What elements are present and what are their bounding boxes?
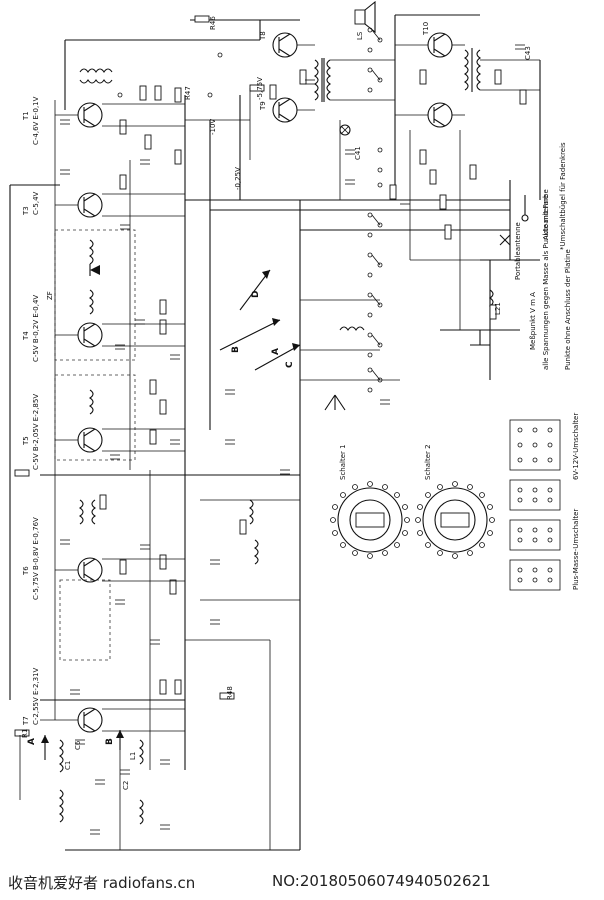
label-neg025: -0,25V [234,167,242,190]
speaker-icon [354,0,376,34]
note-unit: Meßpunkt V m A [529,292,537,350]
shield-boxes [54,229,136,661]
transistor-t4 [77,322,103,348]
diode-icon [89,264,100,276]
label-r48: R48 [226,686,234,700]
transistor-t1 [77,102,103,128]
label-l21: L21 [494,302,502,315]
port-a2-label: A [271,348,281,355]
label-t5: T5 [22,436,30,446]
transistor-t7 [77,707,103,733]
label-t4: T4 [22,331,30,341]
port-c-label: C [285,361,295,368]
port-b2-label: B [231,346,241,353]
footer: 收音机爱好者 radiofans.cn NO:20180506074940502… [0,868,604,896]
note-portable: Portableantenne [514,222,522,280]
label-c1: C1 [64,761,72,770]
switch-contacts [117,27,383,393]
note-6v12v: 6V-12V-Umschalter [572,413,580,480]
switch2-label: Schalter 2 [424,444,432,480]
label-c41: C41 [354,146,362,160]
rotary-switch-2 [415,481,495,559]
note-swap: *Umschaltbügel für Fadenkreis [559,142,567,250]
transistor-t5 [77,427,103,453]
label-mv: -5,75V [256,77,264,100]
label-m1: -10V [209,119,217,135]
transistor-t11 [427,102,453,128]
label-c6: C6 [74,740,82,750]
label-r1: R1 [21,729,29,738]
label-t3: T3 [22,206,30,216]
transistor-t10 [427,32,453,58]
footer-doc-number: NO:20180506074940502621 [272,872,491,890]
label-v7: C-2,55V E-2,31V [32,667,40,725]
port-b-label: B [105,738,115,745]
port-a-label: A [27,738,37,745]
antenna-jacks [470,195,529,346]
label-zf: ZF [46,291,54,300]
lamp-icon [339,124,351,136]
label-t8: T8 [259,31,267,41]
label-r46: R46 [209,16,217,30]
label-t6: T6 [22,566,30,576]
transistor-t3 [77,192,103,218]
label-c43: C43 [524,46,532,60]
label-v4: C-5V B-0,2V E-0,4V [32,295,40,362]
capacitors [60,44,525,835]
label-t10: T10 [422,22,430,36]
label-l1: L1 [129,752,137,760]
label-t1: T1 [22,111,30,121]
label-v3: C-5,4V [32,191,40,215]
labels: T1 C-4,6V E-0,1V T3 C-5,4V T4 C-5V B-0,2… [21,16,580,790]
transistor-t8 [272,32,298,58]
label-v5: C-5V B-2,05V E-2,85V [32,394,40,470]
transistor-t6 [77,557,103,583]
note-car-antenna: Autoantenne [542,195,550,240]
footer-site: 收音机爱好者 radiofans.cn [8,874,196,892]
note-plus-minus: Plus-Masse-Umschalter [572,509,580,590]
resistors [14,15,527,737]
label-v6: C-5,75V B-0,8V E-0,76V [32,517,40,600]
slide-switch-6v12v [509,419,561,511]
label-spk: LS [356,31,364,40]
coils [59,48,494,825]
label-c2: C2 [122,781,130,790]
label-v1: C-4,6V E-0,1V [32,96,40,145]
switch1-label: Schalter 1 [339,444,347,480]
slide-switch-plus-minus [509,519,561,591]
label-t9: T9 [259,101,267,111]
transistor-t9 [272,97,298,123]
rotary-switch-1 [330,481,410,559]
port-arrows [41,269,301,760]
antenna-icon [324,394,346,411]
port-d-label: D [251,291,261,298]
wires [19,44,540,850]
label-t7: T7 [22,716,30,726]
note-points: Punkte ohne Anschluss der Platine [564,249,572,370]
note-voltage: alle Spannungen gegen Masse als Punkte m… [542,189,550,370]
label-r47: R47 [184,86,192,100]
